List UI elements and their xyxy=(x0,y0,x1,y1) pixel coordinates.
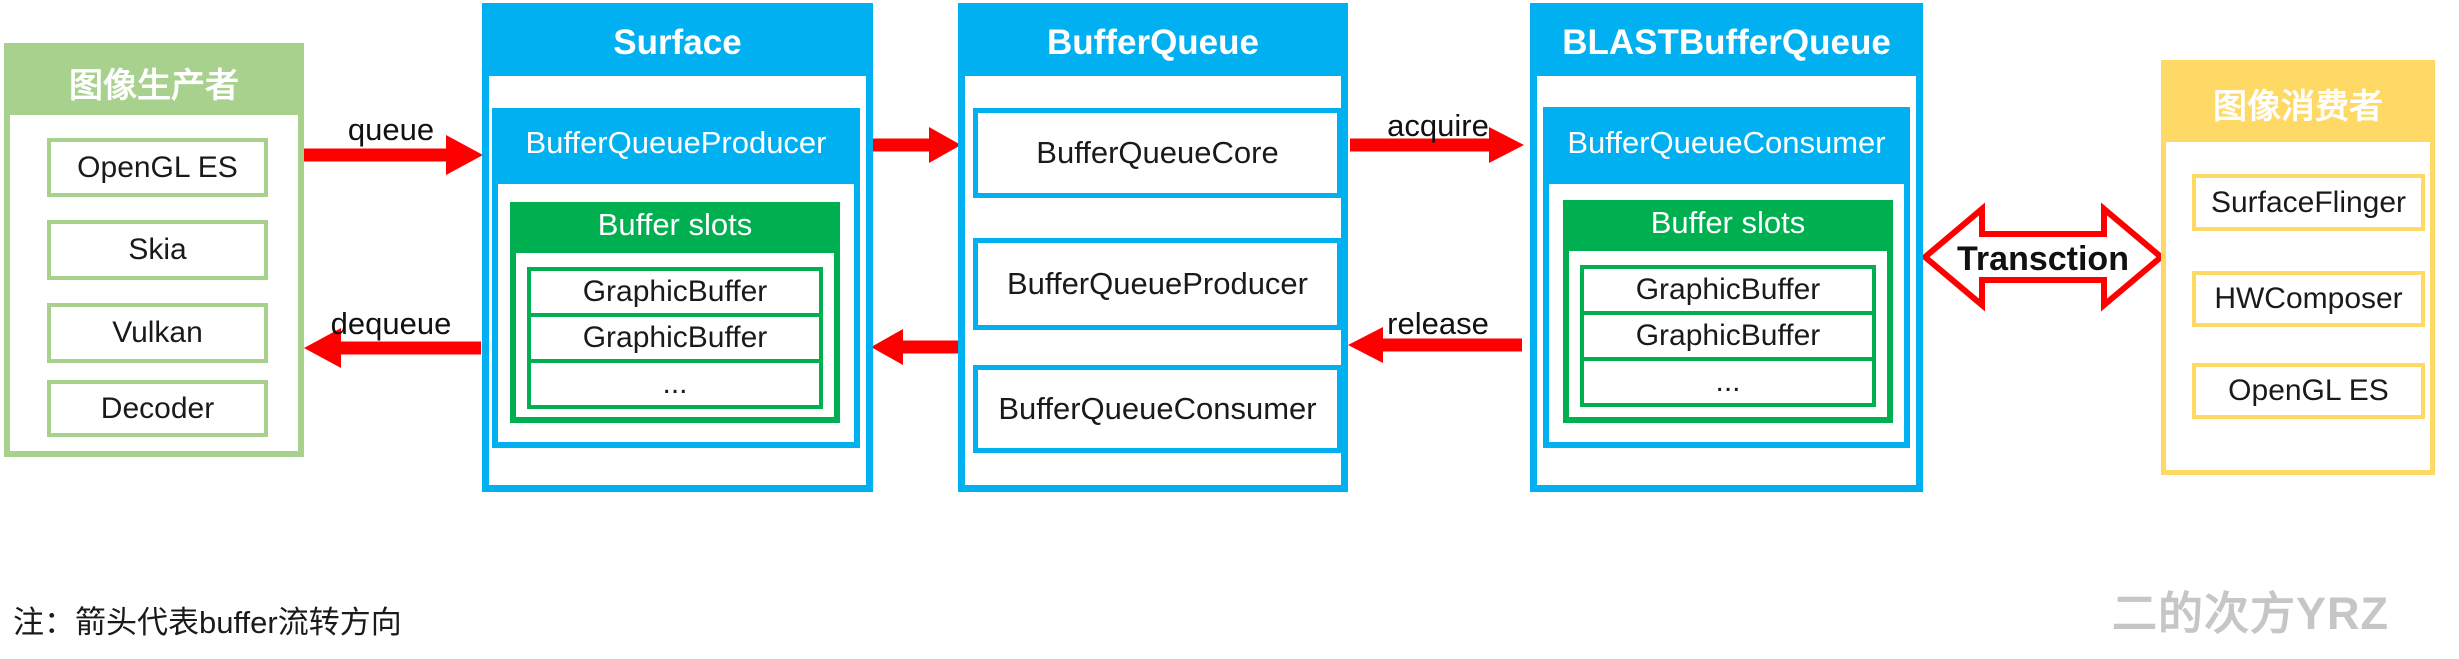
surface-box: Surface BufferQueueProducer Buffer slots… xyxy=(482,3,873,492)
bufferqueue-title: BufferQueue xyxy=(965,10,1341,76)
footnote: 注：箭头代表buffer流转方向 xyxy=(13,605,402,640)
release-arrow xyxy=(1348,327,1522,363)
queue-arrow-label: queue xyxy=(347,112,435,147)
producer-item-opengl-es: OpenGL ES xyxy=(47,138,268,197)
transaction-arrow-label: Transction xyxy=(1957,240,2129,278)
surface-bufferqueueproducer-bar: BufferQueueProducer xyxy=(492,108,860,178)
blast-slot-rows: GraphicBuffer GraphicBuffer ... xyxy=(1569,265,1887,407)
image-consumers-box: 图像消费者 SurfaceFlinger HWComposer OpenGL E… xyxy=(2161,60,2435,475)
bufferqueueconsumer-item: BufferQueueConsumer xyxy=(973,365,1342,453)
bufferqueuecore-item: BufferQueueCore xyxy=(973,108,1342,198)
blast-buffer-slots-title: Buffer slots xyxy=(1563,200,1893,245)
consumer-item-hwcomposer: HWComposer xyxy=(2192,271,2425,327)
blast-buffer-slots: Buffer slots GraphicBuffer GraphicBuffer… xyxy=(1563,200,1893,423)
dequeue-arrow xyxy=(304,328,481,368)
surface-buffer-slots-body: GraphicBuffer GraphicBuffer ... xyxy=(510,247,840,423)
image-producers-title: 图像生产者 xyxy=(10,49,298,115)
ellipsis-row: ... xyxy=(527,359,823,409)
blast-bufferqueueconsumer-bar: BufferQueueConsumer xyxy=(1543,107,1910,178)
bufferqueue-to-surface-arrow xyxy=(871,329,961,365)
image-producers-box: 图像生产者 OpenGL ES Skia Vulkan Decoder xyxy=(4,43,304,457)
ellipsis-row: ... xyxy=(1580,357,1876,407)
surface-title: Surface xyxy=(489,10,866,76)
release-arrow-label: release xyxy=(1387,306,1489,341)
bufferqueue-box: BufferQueue BufferQueueCore BufferQueueP… xyxy=(958,3,1348,492)
blastbufferqueue-title: BLASTBufferQueue xyxy=(1537,10,1916,76)
graphicbuffer-row: GraphicBuffer xyxy=(1580,265,1876,315)
acquire-arrow-label: acquire xyxy=(1387,108,1489,143)
producer-item-vulkan: Vulkan xyxy=(47,303,268,363)
image-consumers-title: 图像消费者 xyxy=(2166,65,2430,142)
watermark: 二的次方YRZ xyxy=(2112,588,2390,639)
blastbufferqueue-box: BLASTBufferQueue BufferQueueConsumer Buf… xyxy=(1530,3,1923,492)
consumer-item-opengl-es: OpenGL ES xyxy=(2192,363,2425,419)
graphicbuffer-row: GraphicBuffer xyxy=(527,267,823,317)
graphicbuffer-row: GraphicBuffer xyxy=(527,313,823,363)
producer-item-skia: Skia xyxy=(47,220,268,280)
consumer-item-surfaceflinger: SurfaceFlinger xyxy=(2192,174,2425,231)
queue-arrow xyxy=(304,135,483,175)
surface-buffer-slots: Buffer slots GraphicBuffer GraphicBuffer… xyxy=(510,202,840,423)
dequeue-arrow-label: dequeue xyxy=(330,306,452,341)
blast-buffer-slots-body: GraphicBuffer GraphicBuffer ... xyxy=(1563,245,1893,423)
bufferqueueproducer-item: BufferQueueProducer xyxy=(973,238,1342,330)
acquire-arrow xyxy=(1350,127,1524,163)
surface-buffer-slots-title: Buffer slots xyxy=(510,202,840,247)
surface-to-bufferqueue-arrow xyxy=(871,127,961,163)
surface-slot-rows: GraphicBuffer GraphicBuffer ... xyxy=(516,267,834,409)
producer-item-decoder: Decoder xyxy=(47,380,268,437)
graphicbuffer-row: GraphicBuffer xyxy=(1580,311,1876,361)
